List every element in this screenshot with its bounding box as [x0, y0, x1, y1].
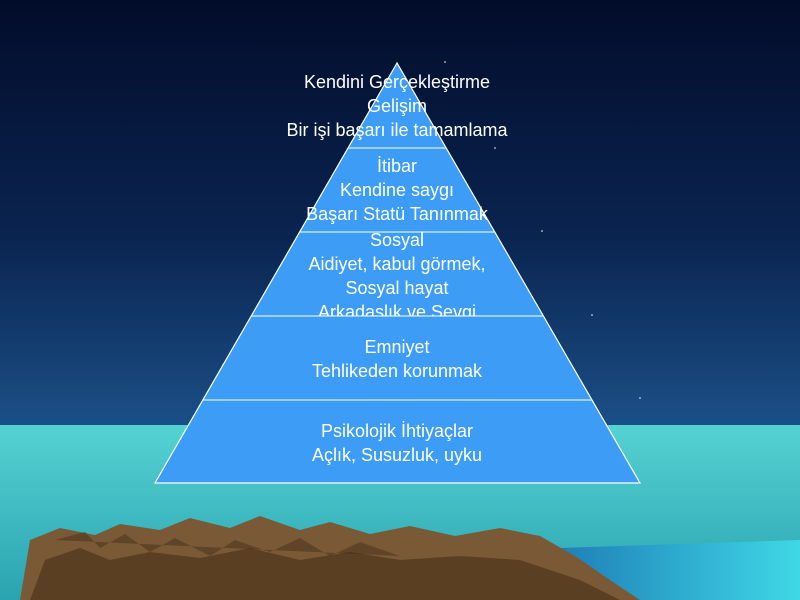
level-4-line-2: Tehlikeden korunmak [311, 361, 483, 381]
level-5-line-1: Psikolojik İhtiyaçlar [320, 421, 474, 441]
level-3-line-4: Arkadaşlık ve Sevgi [317, 302, 477, 316]
star [591, 314, 593, 316]
pyramid-outline [153, 61, 642, 484]
star [541, 230, 543, 232]
mountain-ridge [55, 532, 400, 556]
star [444, 61, 446, 63]
level-4-line-1: Emniyet [364, 337, 430, 357]
level-3-line-2: Aidiyet, kabul görmek, [308, 254, 486, 274]
star [494, 147, 496, 149]
level-2-line-1: İtibar [376, 156, 418, 176]
pyramid-level-5-label: Psikolojik İhtiyaçlar Açlık, Susuzluk, u… [150, 419, 644, 467]
pyramid-level-5-shape [155, 400, 640, 483]
water-right [560, 540, 800, 600]
level-2-line-2: Kendine saygı [339, 180, 455, 200]
pyramid-level-3-label: Sosyal Aidiyet, kabul görmek, Sosyal hay… [150, 228, 644, 316]
pyramid-level-4-label: Emniyet Tehlikeden korunmak [150, 335, 644, 383]
level-5-line-2: Açlık, Susuzluk, uyku [311, 445, 483, 465]
pyramid-level-3-clip: Sosyal Aidiyet, kabul görmek, Sosyal hay… [150, 228, 644, 316]
stars [444, 61, 641, 399]
level-1-line-2: Gelişim [366, 96, 427, 116]
level-3-line-1: Sosyal [369, 230, 425, 250]
level-1-line-3: Bir işi başarı ile tamamlama [286, 120, 508, 140]
star [639, 397, 641, 399]
pyramid-level-1-label: Kendini Gerçekleştirme Gelişim Bir işi b… [150, 70, 644, 142]
pyramid-level-2-label: İtibar Kendine saygı Başarı Statü Tanınm… [150, 154, 644, 226]
level-3-line-3: Sosyal hayat [345, 278, 449, 298]
mountain-shadow [30, 548, 620, 600]
level-2-line-3: Başarı Statü Tanınmak [306, 204, 488, 224]
level-1-line-1: Kendini Gerçekleştirme [303, 72, 491, 92]
